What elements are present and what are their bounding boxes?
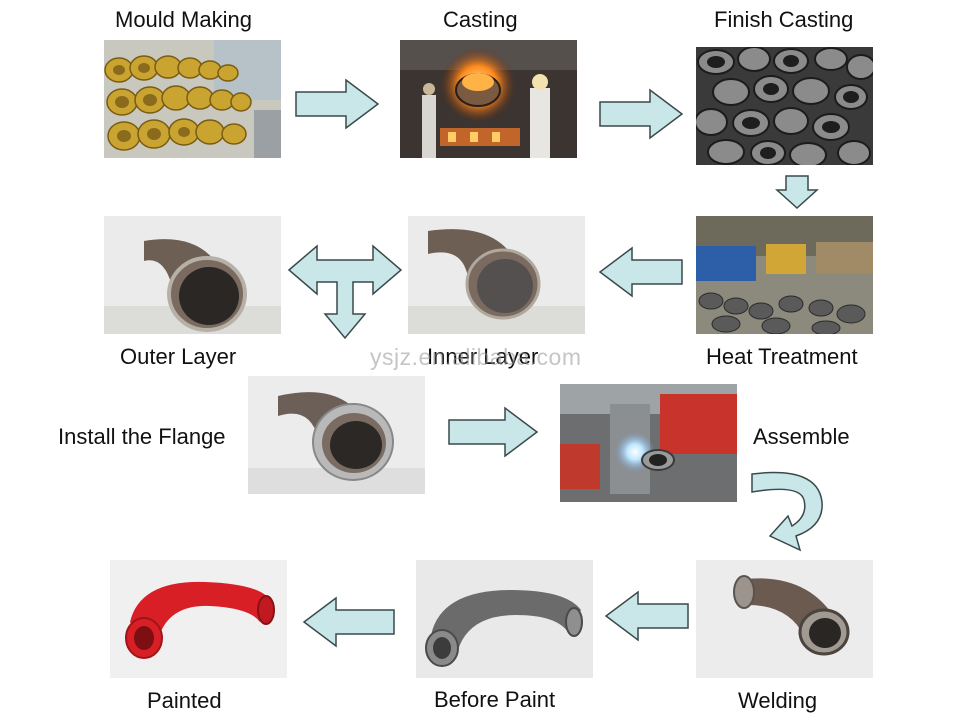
label-inner-layer: Inner Layer bbox=[427, 344, 539, 369]
label-outer-layer: Outer Layer bbox=[120, 344, 237, 369]
label-mould-making: Mould Making bbox=[115, 7, 252, 32]
label-assemble: Assemble bbox=[753, 424, 850, 449]
arrow-right-1 bbox=[295, 78, 380, 130]
label-before-paint: Before Paint bbox=[434, 687, 556, 712]
painted-photo bbox=[110, 560, 287, 678]
arrow-curved-down bbox=[751, 471, 823, 552]
watermark: ysjz.en.alibaba.com bbox=[370, 344, 582, 370]
before-paint-photo bbox=[416, 560, 593, 678]
arrow-left-2 bbox=[604, 590, 689, 642]
arrow-left-1 bbox=[598, 246, 683, 298]
finish-casting-photo bbox=[696, 47, 873, 165]
label-casting: Casting bbox=[443, 7, 518, 32]
arrow-left-3 bbox=[302, 596, 395, 648]
assemble-photo bbox=[560, 384, 737, 502]
mould-making-photo bbox=[104, 40, 281, 158]
arrow-t-split bbox=[287, 244, 403, 340]
casting-photo bbox=[400, 40, 577, 158]
label-welding: Welding bbox=[738, 688, 818, 713]
label-finish-casting: Finish Casting bbox=[714, 7, 854, 32]
arrow-right-2 bbox=[599, 88, 684, 140]
outer-layer-photo bbox=[104, 216, 281, 334]
heat-treatment-photo bbox=[696, 216, 873, 334]
label-heat-treatment: Heat Treatment bbox=[706, 344, 858, 369]
welding-photo bbox=[696, 560, 873, 678]
arrow-right-3 bbox=[448, 406, 539, 458]
label-install-flange: Install the Flange bbox=[58, 424, 226, 449]
inner-layer-photo bbox=[408, 216, 585, 334]
label-painted: Painted bbox=[147, 688, 222, 713]
arrow-down-1 bbox=[775, 175, 819, 210]
install-flange-photo bbox=[248, 376, 425, 494]
